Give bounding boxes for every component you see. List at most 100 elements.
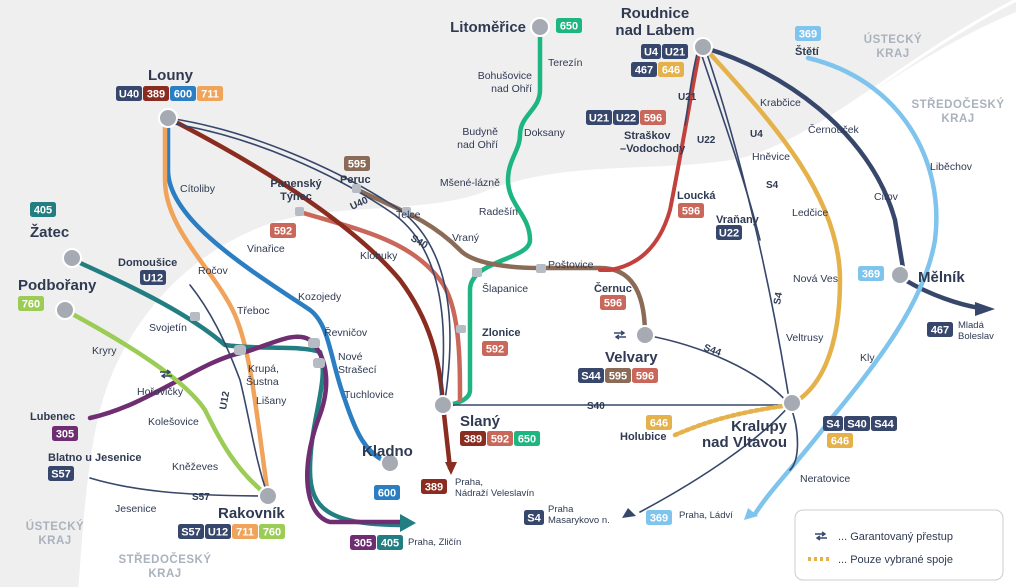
station-dot-podborany[interactable] — [55, 300, 75, 320]
tick-revnicov — [308, 338, 320, 348]
station-radesin: Radešín — [479, 206, 518, 218]
arrow-masarykovo — [622, 508, 636, 518]
station-dot-roudnice[interactable] — [693, 37, 713, 57]
badge-dest_zlicin-405 — [377, 535, 403, 550]
city-label-steti: Štětí — [795, 45, 820, 58]
city-label-podborany: Podbořany — [18, 277, 97, 294]
station-hnevice: Hněvice — [752, 151, 790, 163]
major-station-dots — [55, 17, 910, 506]
online-label-S4-a: S4 — [766, 180, 779, 191]
line-646-dashed — [672, 402, 793, 438]
badge-text-dest_masarykovo-S4: S4 — [527, 513, 541, 525]
badge-text-litomerice-650: 650 — [560, 21, 578, 33]
line-U40-b — [167, 122, 445, 401]
online-label-U21: U21 — [678, 92, 697, 103]
badge-text-loucka-596: 596 — [682, 206, 700, 218]
station-doksany: Doksany — [524, 127, 566, 139]
station-zlonice: Zlonice — [482, 327, 521, 339]
badge-domousice-U12 — [140, 270, 166, 285]
station-dot-louny[interactable] — [158, 108, 178, 128]
badge-text-kralupy_top-S4: S4 — [826, 419, 840, 431]
badge-text-roudnice_top-U4: U4 — [644, 47, 659, 59]
line-389 — [165, 115, 453, 471]
badge-kralupy_top-S44 — [871, 416, 897, 431]
line-S4 — [639, 47, 791, 513]
station-dot-kralupy[interactable] — [782, 393, 802, 413]
badge-slany-592 — [487, 431, 513, 446]
station-dot-litomerice[interactable] — [530, 17, 550, 37]
tick-krupa — [234, 345, 246, 355]
badge-panensky-592 — [270, 223, 296, 238]
badge-roudnice_bot-646 — [658, 62, 684, 77]
station-rocov: Ročov — [198, 265, 229, 277]
badge-text-louny-389: 389 — [147, 89, 165, 101]
legend: ... Garantovaný přestup ... Pouze vybran… — [794, 509, 1004, 581]
badge-text-velvary-596: 596 — [636, 371, 654, 383]
dest-text-veleslavin: Praha,Nádraží Veleslavín — [455, 477, 534, 499]
badge-text-cernuc-596: 596 — [604, 298, 622, 310]
badge-text-steti-369: 369 — [799, 29, 817, 41]
station-dot-kladno[interactable] — [380, 453, 400, 473]
legend-transfer-icon — [815, 531, 827, 541]
line-711 — [162, 115, 271, 499]
badge-cernuc-596 — [600, 295, 626, 310]
station-knezeves: Kněževes — [172, 461, 218, 473]
city-label-slany: Slaný — [460, 413, 501, 430]
station-dot-melnik[interactable] — [890, 265, 910, 285]
station-svojetin: Svojetín — [149, 322, 187, 334]
online-label-U22: U22 — [697, 135, 716, 146]
badge-text-slany-650: 650 — [518, 434, 536, 446]
station-dot-rakovnik[interactable] — [258, 486, 278, 506]
badge-text-kralupy_top-S44: S44 — [874, 419, 894, 431]
badge-litomerice-650 — [556, 18, 582, 33]
badge-dest_ladvi-369 — [646, 510, 672, 525]
station-kly: Kly — [860, 352, 875, 364]
badge-lubenec-305 — [52, 426, 78, 441]
station-dot-zatec[interactable] — [62, 248, 82, 268]
online-label-S57: S57 — [192, 492, 210, 503]
badge-text-dest_zlicin-405: 405 — [381, 538, 399, 550]
city-label-kladno: Kladno — [362, 443, 413, 460]
tick-telce — [402, 207, 411, 216]
badge-kralupy_top-S40 — [844, 416, 870, 431]
station-citoliby: Cítoliby — [180, 183, 216, 195]
badge-podborany-760 — [18, 296, 44, 311]
station-ledcice: Ledčice — [792, 207, 828, 219]
tick-zlonice — [456, 325, 466, 333]
station-klobuky: Klobuky — [360, 250, 398, 262]
badge-text-rakovnik-U12: U12 — [208, 527, 228, 539]
station-tuchlovice: Tuchlovice — [344, 389, 394, 401]
badge-zatec-405 — [30, 202, 56, 217]
station-holubice: Holubice — [620, 431, 666, 443]
badge-rakovnik-S57 — [178, 524, 204, 539]
badge-text-slany-389: 389 — [464, 434, 482, 446]
arrow-mlada — [975, 302, 995, 316]
station-dot-slany[interactable] — [433, 395, 453, 415]
online-label-S40-a: S40 — [409, 233, 430, 252]
badge-text-louny-U40: U40 — [119, 89, 139, 101]
tick-svojetin — [190, 312, 200, 321]
station-dot-velvary[interactable] — [635, 325, 655, 345]
station-slapanice: Šlapanice — [482, 282, 528, 295]
city-label-velvary: Velvary — [605, 349, 658, 366]
line-369 — [752, 55, 939, 517]
badge-text-velvary-595: 595 — [609, 371, 627, 383]
station-kozojedy: Kozojedy — [298, 291, 342, 303]
station-cernuc: Černuc — [594, 282, 632, 295]
station-kryry: Kryry — [92, 345, 117, 357]
badge-melnik-369 — [858, 266, 884, 281]
badge-steti-369 — [795, 26, 821, 41]
arrow-ladvi — [744, 508, 758, 520]
badge-text-straskov-596: 596 — [644, 113, 662, 125]
city-label-lubenec: Lubenec — [30, 411, 75, 423]
line-467 — [702, 45, 983, 311]
line-650 — [440, 25, 543, 408]
badge-velvary-595 — [605, 368, 631, 383]
city-label-rakovnik: Rakovník — [218, 505, 285, 522]
station-domousice: Domoušice — [118, 257, 177, 269]
